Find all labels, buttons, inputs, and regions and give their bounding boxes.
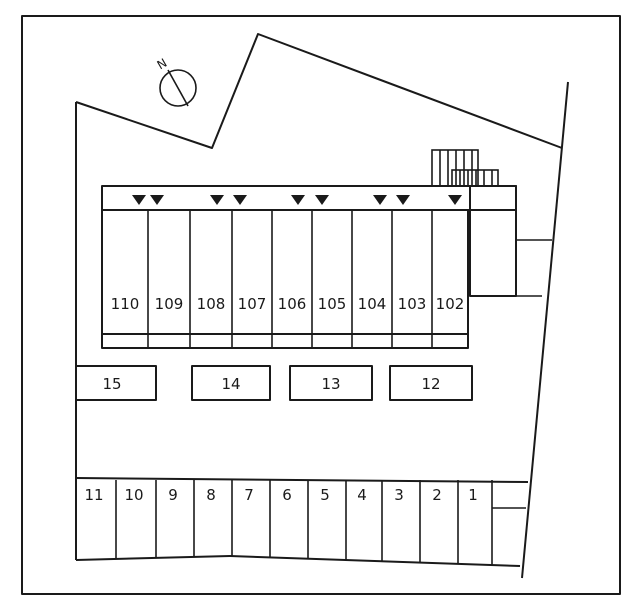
entrance-triangle-icon	[150, 195, 164, 205]
site-boundary-bottom-right	[229, 555, 521, 567]
parking-space-label: 11	[84, 486, 103, 504]
unit-label: 109	[155, 295, 184, 313]
parking-space-box	[191, 365, 271, 401]
north-arrow-icon: N	[155, 56, 197, 107]
entrance-triangle-icon	[373, 195, 387, 205]
parking-space-label: 1	[468, 486, 478, 504]
unit-label: 110	[111, 295, 140, 313]
entrance-triangle-icon	[210, 195, 224, 205]
entrance-triangle-icon	[132, 195, 146, 205]
site-boundary	[75, 33, 563, 149]
unit-labels: 110 109 108 107 106 105 104 103 102	[111, 295, 465, 313]
parking-space-label: 9	[168, 486, 178, 504]
entrance-triangle-icon	[396, 195, 410, 205]
parking-space-box	[389, 365, 473, 401]
building-balcony	[101, 333, 469, 349]
entrance-markers	[132, 195, 462, 205]
building-units	[101, 209, 469, 335]
parking-bottom-top-line	[75, 477, 529, 483]
unit-label: 104	[358, 295, 387, 313]
parking-space-label: 4	[357, 486, 367, 504]
parking-space-label: 15	[102, 375, 121, 393]
entrance-triangle-icon	[233, 195, 247, 205]
site-boundary-bottom-left	[75, 555, 231, 561]
unit-label: 107	[238, 295, 267, 313]
parking-space-label: 8	[206, 486, 216, 504]
entrance-triangle-icon	[448, 195, 462, 205]
parking-bottom-row: 11 10 9 8 7 6 5 4 3 2 1	[75, 477, 529, 565]
building: 110 109 108 107 106 105 104 103 102	[101, 185, 552, 349]
parking-middle-row: 15 14 13 12	[75, 365, 473, 401]
staircase-icon	[431, 149, 499, 187]
unit-dividers	[147, 210, 433, 348]
parking-space-label: 12	[421, 375, 440, 393]
compass-label: N	[155, 56, 170, 73]
unit-label: 108	[197, 295, 226, 313]
outer-frame	[21, 15, 621, 595]
building-annex	[469, 185, 517, 297]
parking-space-label: 13	[321, 375, 340, 393]
parking-space-label: 3	[394, 486, 404, 504]
unit-label: 106	[278, 295, 307, 313]
parking-space-label: 5	[320, 486, 330, 504]
unit-label: 103	[398, 295, 427, 313]
parking-space-box	[75, 365, 157, 401]
parking-space-label: 10	[124, 486, 143, 504]
entrance-triangle-icon	[291, 195, 305, 205]
parking-space-label: 6	[282, 486, 292, 504]
unit-label: 102	[436, 295, 465, 313]
parking-space-label: 7	[244, 486, 254, 504]
unit-label: 105	[318, 295, 347, 313]
parking-space-label: 14	[221, 375, 240, 393]
site-boundary-right	[521, 81, 569, 579]
parking-space-label: 2	[432, 486, 442, 504]
parking-space-box	[289, 365, 373, 401]
entrance-triangle-icon	[315, 195, 329, 205]
